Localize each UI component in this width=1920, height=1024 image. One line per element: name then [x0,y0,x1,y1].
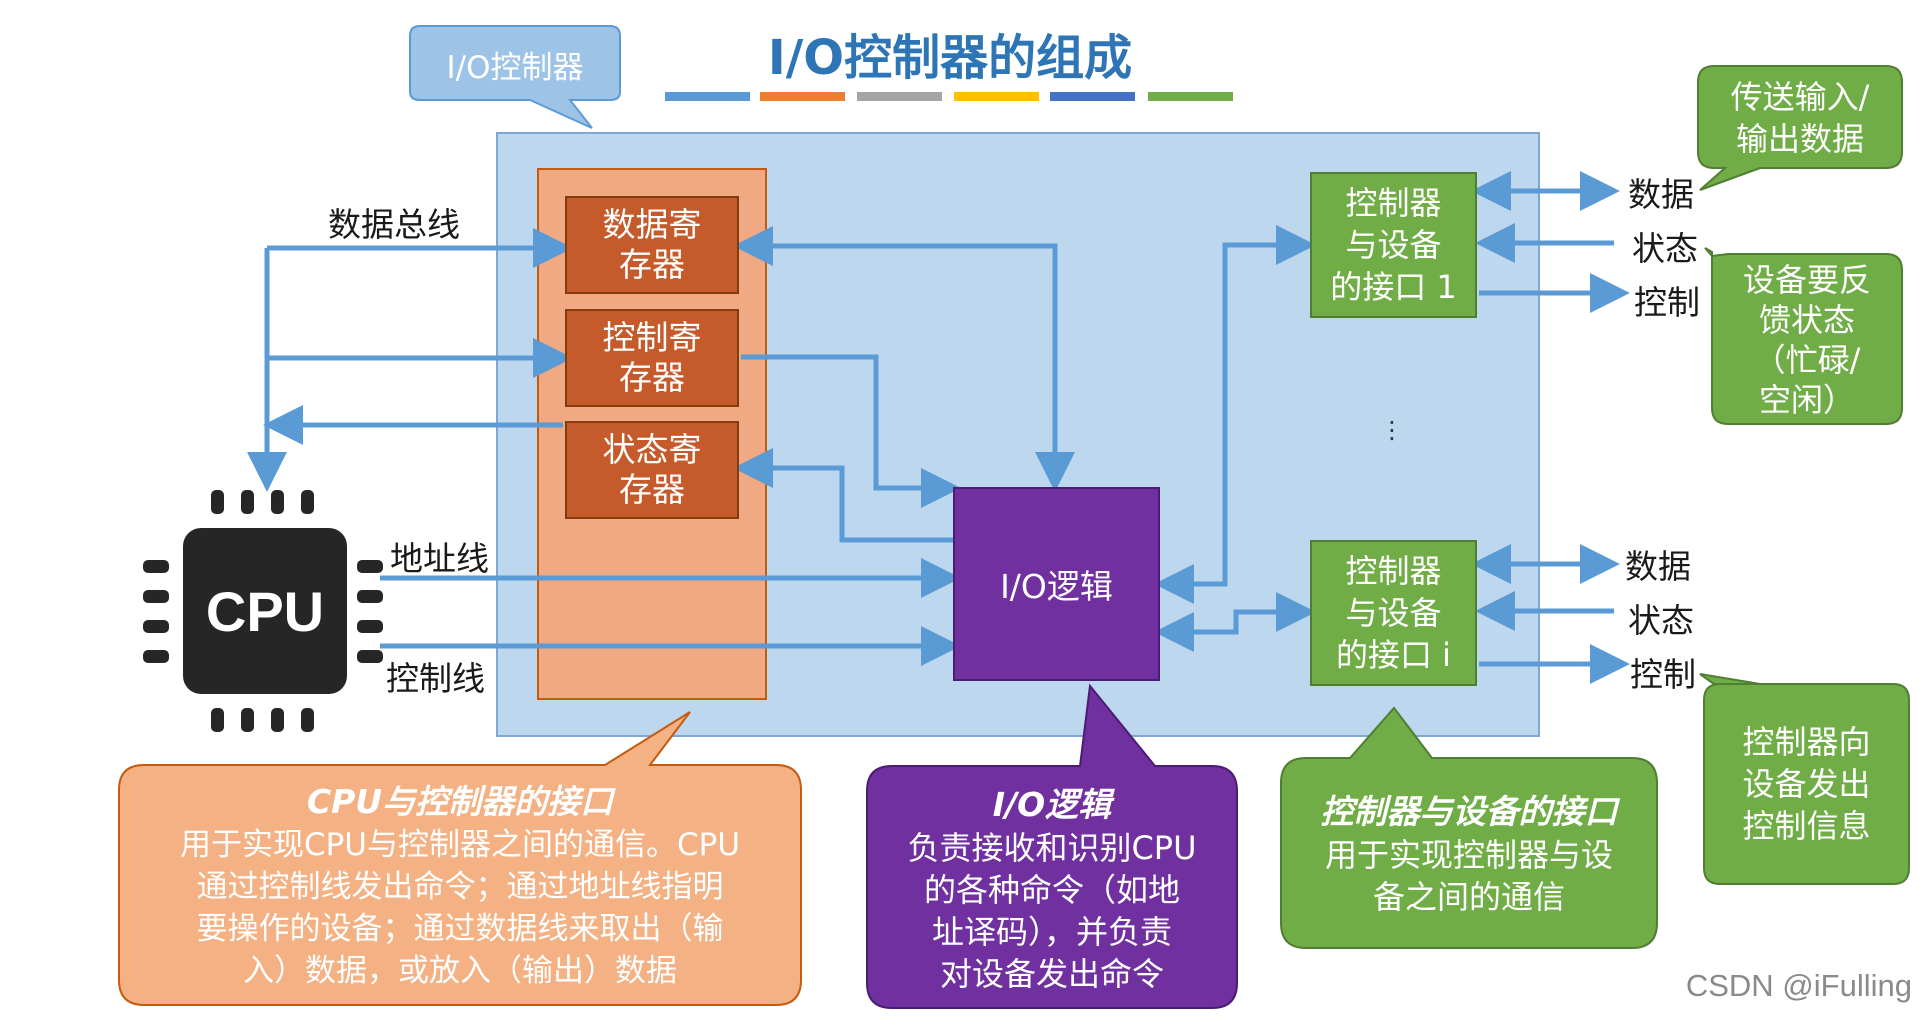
title-stripe-darkblue [1050,92,1135,101]
data-register-line-2: 存器 [619,245,685,284]
callout-cpu-interface-line-4: 入）数据，或放入（输出）数据 [243,953,677,989]
callout-control-line-1: 控制器向 [1742,723,1871,761]
control-register-line-1: 控制寄 [602,318,702,357]
callout-status-line-2: 馈状态 [1758,301,1855,339]
page-title: I/O控制器的组成 [767,30,1133,86]
callout-transfer-line-1: 传送输入/ [1730,78,1870,116]
callout-io-logic-line-4: 对设备发出命令 [939,955,1164,993]
io-logic-block: I/O逻辑 [953,487,1160,681]
control-register-line-2: 存器 [619,358,685,397]
callout-device-interface-line-1: 用于实现控制器与设 [1324,836,1613,874]
callout-device-interface: 控制器与设备的接口 用于实现控制器与设 备之间的通信 [1284,762,1654,946]
callout-status-feedback: 设备要反 馈状态 （忙碌/ 空闲） [1712,256,1902,424]
more-interfaces-ellipsis: ⋮ [1380,416,1404,444]
callout-transfer-line-2: 输出数据 [1735,120,1864,158]
address-line-label: 地址线 [390,539,489,578]
callout-control-line-3: 控制信息 [1742,807,1871,845]
io-controller-tag: I/O控制器 [410,30,620,98]
callout-io-logic: I/O逻辑 负责接收和识别CPU 的各种命令（如地 址译码），并负责 对设备发出… [870,772,1234,1006]
signal-data-1: 数据 [1628,175,1694,214]
signal-status-i: 状态 [1628,601,1694,640]
title-stripe-yellow [954,92,1039,101]
device-interface-i: 控制器 与设备 的接口 i [1310,540,1477,686]
title-stripe-orange [760,92,845,101]
signal-data-i: 数据 [1625,547,1691,586]
title-stripe-gray [857,92,942,101]
data-register-line-1: 数据寄 [602,205,702,244]
callout-transfer: 传送输入/ 输出数据 [1698,68,1902,168]
callout-cpu-interface-line-3: 要操作的设备；通过数据线来取出（输 [196,911,724,947]
data-bus-label: 数据总线 [328,205,460,244]
callout-status-line-4: 空闲） [1758,381,1855,419]
callout-cpu-interface-title: CPU与控制器的接口 [306,782,614,821]
interface-i-line-2: 与设备 [1345,594,1442,632]
callout-status-line-1: 设备要反 [1742,261,1871,299]
interface-i-line-1: 控制器 [1345,552,1442,590]
interface-1-line-2: 与设备 [1345,226,1442,264]
control-register: 控制寄 存器 [565,309,739,407]
data-register: 数据寄 存器 [565,196,739,294]
callout-io-logic-line-1: 负责接收和识别CPU [907,829,1197,867]
interface-i-line-3: 的接口 i [1335,636,1452,674]
watermark: CSDN @iFulling [1685,968,1912,1003]
status-register: 状态寄 存器 [565,421,739,519]
signal-control-i: 控制 [1630,655,1696,694]
status-register-line-1: 状态寄 [602,430,702,469]
title-stripe-green [1148,92,1233,101]
callout-status-line-3: （忙碌/ [1753,341,1861,379]
io-logic-label: I/O逻辑 [1000,567,1113,606]
control-line-label: 控制线 [386,659,485,698]
signal-status-1: 状态 [1632,229,1698,268]
signal-control-1: 控制 [1634,283,1700,322]
callout-device-interface-line-2: 备之间的通信 [1372,878,1565,916]
callout-io-logic-title: I/O逻辑 [992,785,1112,824]
callout-io-logic-line-2: 的各种命令（如地 [923,871,1180,909]
cpu-label: CPU [205,579,325,643]
callout-cpu-interface-line-1: 用于实现CPU与控制器之间的通信。CPU [179,827,741,863]
callout-device-interface-title: 控制器与设备的接口 [1320,792,1618,831]
callout-control-line-2: 设备发出 [1742,765,1871,803]
device-interface-1: 控制器 与设备 的接口 1 [1310,172,1477,318]
cpu-chip-icon: CPU [143,490,393,735]
title-stripe-blue [665,92,750,101]
interface-1-line-1: 控制器 [1345,184,1442,222]
callout-cpu-interface-line-2: 通过控制线发出命令；通过地址线指明 [196,869,724,905]
io-controller-tag-label: I/O控制器 [446,49,584,86]
callout-io-logic-line-3: 址译码），并负责 [931,913,1172,951]
interface-1-line-3: 的接口 1 [1330,268,1457,306]
callout-control-info: 控制器向 设备发出 控制信息 [1704,686,1909,882]
status-register-line-2: 存器 [619,470,685,509]
callout-cpu-interface: CPU与控制器的接口 用于实现CPU与控制器之间的通信。CPU 通过控制线发出命… [122,770,798,1002]
